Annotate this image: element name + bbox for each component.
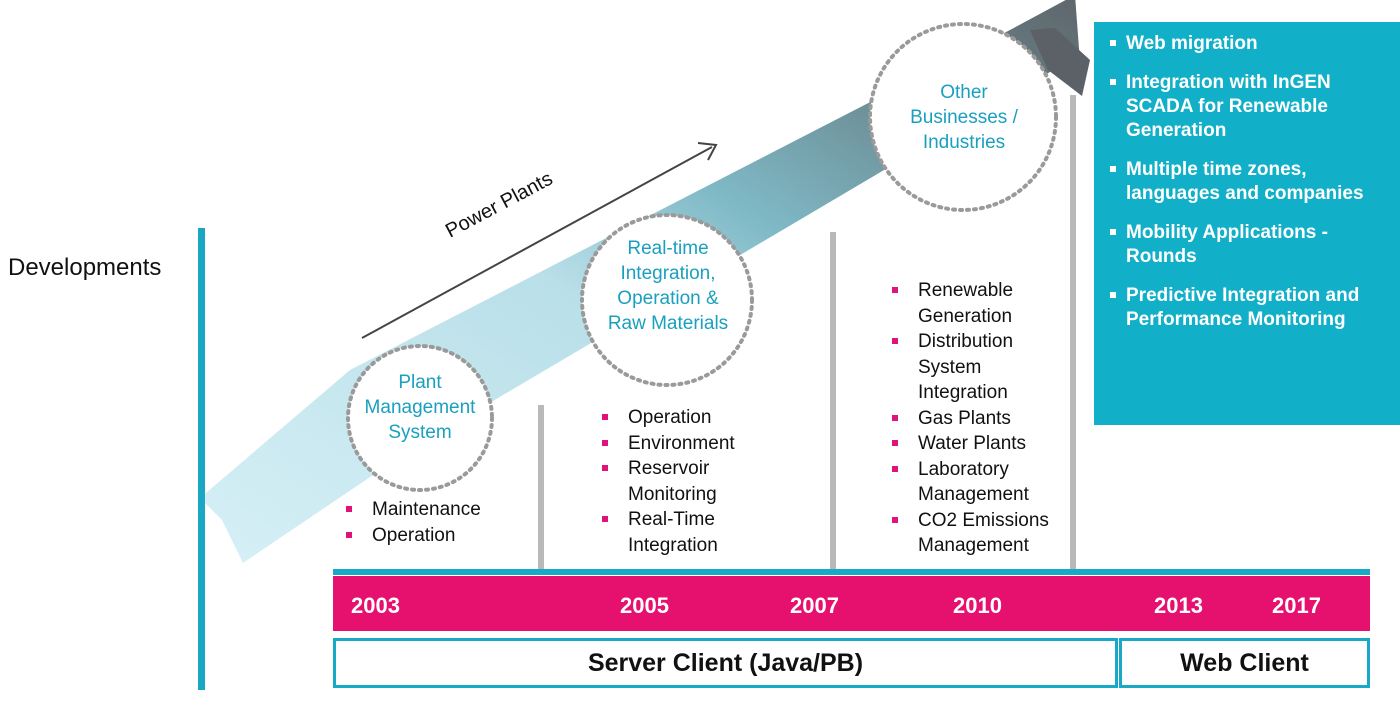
connector-2003 <box>538 405 544 571</box>
list-item: Renewable Generation <box>891 278 1071 329</box>
year-label: 2005 <box>620 593 669 618</box>
developments-label: Developments <box>8 254 162 281</box>
list-item: Laboratory Management <box>891 457 1071 508</box>
milestone-title-plant: Plant Management System <box>364 372 476 443</box>
list-item: Integration with InGEN SCADA for Renewab… <box>1110 71 1396 143</box>
list-item: Real-Time Integration <box>601 507 761 558</box>
year-label: 2007 <box>790 593 839 618</box>
server-client-box: Server Client (Java/PB) <box>333 638 1118 688</box>
web-features-box: Web migration Integration with InGEN SCA… <box>1094 22 1400 425</box>
milestone-title-other: Other Businesses / Industries <box>910 82 1018 153</box>
milestone-title-realtime: Real-time Integration, Operation & Raw M… <box>607 238 729 334</box>
power-plants-arrow-head <box>697 142 718 161</box>
power-plants-arrow-line <box>361 146 713 339</box>
list-item: Mobility Applications - Rounds <box>1110 221 1396 269</box>
web-features-list: Web migration Integration with InGEN SCA… <box>1110 32 1396 347</box>
features-2005: Operation Environment Reservoir Monitori… <box>601 405 761 558</box>
list-item: Gas Plants <box>891 406 1071 432</box>
year-label: 2013 <box>1154 593 1203 618</box>
milestone-circle-realtime <box>580 213 754 387</box>
year-label: 2010 <box>953 593 1002 618</box>
year-bar <box>333 576 1370 631</box>
features-2003: Maintenance Operation <box>345 497 520 548</box>
list-item: Operation <box>601 405 761 431</box>
year-label: 2017 <box>1272 593 1321 618</box>
list-item: Predictive Integration and Performance M… <box>1110 284 1396 332</box>
list-item: Operation <box>345 523 520 549</box>
list-item: Water Plants <box>891 431 1071 457</box>
list-item: CO2 Emissions Management <box>891 508 1071 559</box>
year-bar-top-line <box>333 569 1370 575</box>
list-item: Distribution System Integration <box>891 329 1071 406</box>
list-item: Multiple time zones, languages and compa… <box>1110 158 1396 206</box>
web-client-box: Web Client <box>1119 638 1370 688</box>
developments-axis-bar <box>198 228 205 690</box>
connector-2007 <box>830 232 836 571</box>
list-item: Web migration <box>1110 32 1396 56</box>
milestone-circle-plant <box>346 344 494 492</box>
list-item: Reservoir Monitoring <box>601 456 761 507</box>
milestone-circle-other <box>868 22 1058 212</box>
connector-2010 <box>1070 95 1076 571</box>
list-item: Environment <box>601 431 761 457</box>
features-2010: Renewable Generation Distribution System… <box>891 278 1071 559</box>
year-label: 2003 <box>351 593 400 618</box>
band-arrowhead <box>1030 28 1090 96</box>
list-item: Maintenance <box>345 497 520 523</box>
